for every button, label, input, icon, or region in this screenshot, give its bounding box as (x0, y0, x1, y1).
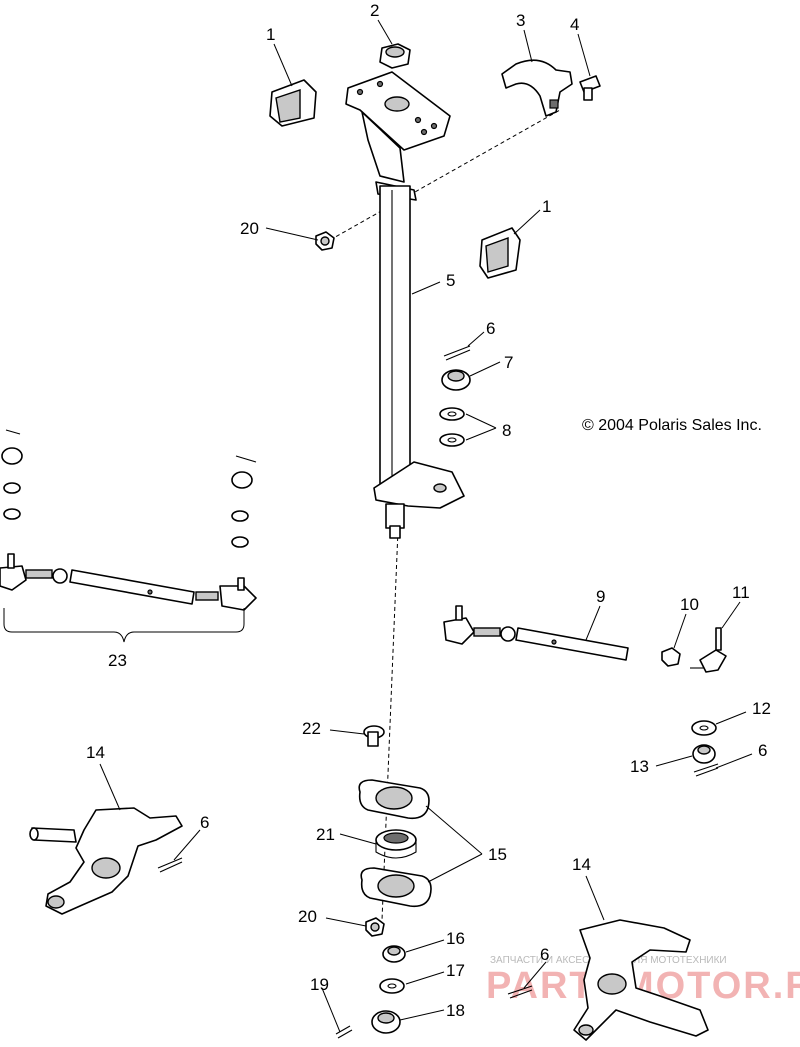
callout-22: 22 (302, 719, 321, 738)
callout-5: 5 (446, 271, 455, 290)
bracket-bolt-centerline (329, 109, 561, 241)
callout-12: 12 (752, 699, 771, 718)
part-8-washers (439, 407, 465, 447)
part-22-bolt (363, 725, 385, 747)
part-23-tie-rod-assembly (0, 429, 257, 643)
part-20-nut-upper (315, 231, 335, 251)
part-14-spindle-right (573, 919, 709, 1041)
callout-13: 13 (630, 757, 649, 776)
callout-10: 10 (680, 595, 699, 614)
part-17-washer (379, 978, 405, 994)
part-1-bushing-right (479, 227, 521, 279)
callout-6-lower: 6 (540, 945, 549, 964)
part-15-flange-lower (360, 867, 432, 908)
callout-labels: 1 2 3 4 20 1 5 6 7 8 23 9 10 11 12 13 6 … (86, 1, 771, 1020)
callout-2: 2 (370, 1, 379, 20)
part-21-bearing (375, 829, 417, 859)
callout-15: 15 (488, 845, 507, 864)
callout-9: 9 (596, 587, 605, 606)
callout-6-upper: 6 (486, 319, 495, 338)
callout-7: 7 (504, 353, 513, 372)
part-6-cotter-pin-right (693, 763, 719, 777)
part-11-tie-rod-end (690, 627, 727, 673)
callout-17: 17 (446, 961, 465, 980)
part-1-bushing-left (269, 79, 317, 127)
callout-8: 8 (502, 421, 511, 440)
part-4-bolt (579, 75, 601, 101)
part-6-cotter-pin-lower (507, 985, 533, 999)
callout-1-right: 1 (542, 197, 551, 216)
leader-lines (99, 19, 753, 1033)
part-16-spacer (382, 945, 406, 963)
callout-14-right: 14 (572, 855, 591, 874)
part-19-cotter-pin (335, 1025, 353, 1039)
part-6-cotter-pin-upper (443, 345, 471, 361)
steering-axis-centerline (381, 529, 399, 921)
part-2-nut (379, 43, 411, 69)
callout-1: 1 (266, 25, 275, 44)
part-14-spindle-left (29, 807, 183, 915)
part-12-washer (691, 720, 717, 736)
part-9-tie-rod (443, 605, 629, 661)
callout-18: 18 (446, 1001, 465, 1020)
part-15-flange-upper (358, 779, 430, 820)
part-6-cotter-pin-left (157, 857, 183, 873)
callout-19: 19 (310, 975, 329, 994)
part-3-clamp (501, 59, 573, 117)
copyright-notice: © 2004 Polaris Sales Inc. (582, 417, 762, 434)
callout-20-lower: 20 (298, 907, 317, 926)
part-5-steering-post (345, 71, 465, 539)
part-20-nut-lower (365, 917, 385, 937)
callout-16: 16 (446, 929, 465, 948)
part-18-nut (371, 1010, 401, 1034)
callout-4: 4 (570, 15, 579, 34)
part-10-nut (661, 647, 681, 667)
callout-11: 11 (732, 583, 750, 602)
callout-20-upper: 20 (240, 219, 259, 238)
part-7-castle-nut (441, 369, 471, 391)
part-13-castle-nut (692, 744, 716, 764)
callout-23: 23 (108, 651, 127, 670)
callout-6-right: 6 (758, 741, 767, 760)
callout-3: 3 (516, 11, 525, 30)
callout-6-left: 6 (200, 813, 209, 832)
callout-21: 21 (316, 825, 335, 844)
callout-14-left: 14 (86, 743, 105, 762)
